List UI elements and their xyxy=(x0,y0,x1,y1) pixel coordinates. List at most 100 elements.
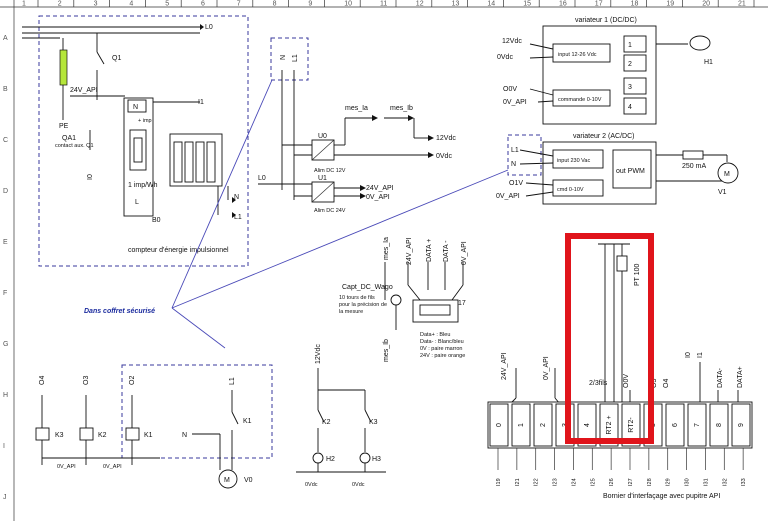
terminal-cell xyxy=(621,403,641,447)
var1-t2: 2 xyxy=(628,61,632,68)
terminal-io-label: I28 xyxy=(647,478,653,486)
secure-box-label: Dans coffret sécurisé xyxy=(84,308,155,315)
var1-t1: 1 xyxy=(628,42,632,49)
h1-label: H1 xyxy=(704,59,713,66)
terminal-number: 4 xyxy=(584,423,591,427)
terminal-number: RT2- xyxy=(628,417,635,433)
grid-column-label: 3 xyxy=(94,1,98,8)
terminal-io-label: I33 xyxy=(741,478,747,486)
grid-column-label: 15 xyxy=(523,1,531,8)
terminal-io-label: I32 xyxy=(722,478,728,486)
pt100-label: PT 100 xyxy=(634,263,641,286)
meter-n-out: N xyxy=(234,194,239,201)
current-label: 250 mA xyxy=(682,163,706,170)
terminal-io-label: I27 xyxy=(628,478,634,486)
terminal-io-label: I22 xyxy=(534,478,540,486)
terminal-io-label: I31 xyxy=(703,478,709,486)
k3b-label: K3 xyxy=(369,419,378,426)
terminal-cell xyxy=(511,403,531,447)
grid-column-label: 14 xyxy=(487,1,495,8)
relay-k1-coil xyxy=(125,427,140,441)
relay-k3-coil xyxy=(35,427,50,441)
var1-0vdc-label: 0Vdc xyxy=(497,54,513,61)
l0-mid-label: L0 xyxy=(258,175,266,182)
terminal-number: 7 xyxy=(694,423,701,427)
bot-0vapi-2: 0V_API xyxy=(103,464,122,470)
var1-cmd-label: commande 0-10V xyxy=(558,97,602,103)
var2-o1v-label: O1V xyxy=(509,180,523,187)
l1-n-connector xyxy=(507,134,542,176)
tb-i0-label: I0 xyxy=(685,352,692,358)
tb-o4-label: O4 xyxy=(663,379,670,388)
grid-column-label: 6 xyxy=(201,1,205,8)
lamp-h3-icon xyxy=(359,452,371,464)
relay-k2-coil xyxy=(79,427,94,441)
mes-ib-vert: mes_Ib xyxy=(383,339,390,362)
api-24v-label: 24V_API xyxy=(70,87,98,94)
imp-label: + imp xyxy=(138,118,152,124)
qa1-note: contact aux. Q1 xyxy=(55,143,94,149)
ovdc-2-label: 0Vdc xyxy=(352,482,365,488)
terminal-cell xyxy=(533,403,553,447)
resistor-icon xyxy=(682,150,704,160)
grid-column-label: 9 xyxy=(308,1,312,8)
h2-label: H2 xyxy=(326,456,335,463)
lamp-h1-icon xyxy=(689,35,711,51)
data-minus-vert: DATA - xyxy=(443,240,450,262)
u1-label: U1 xyxy=(318,175,327,182)
terminal-cell xyxy=(489,403,509,447)
grid-column-label: 19 xyxy=(666,1,674,8)
var1-0vapi-label: 0V_API xyxy=(503,99,527,106)
var1-input-label: input 12-26 Vdc xyxy=(558,52,597,58)
terminal-io-label: I23 xyxy=(553,478,559,486)
svg-text:M: M xyxy=(724,171,730,178)
energy-meter-title: compteur d'énergie impulsionnel xyxy=(128,247,229,254)
mes-ia-vert: mes_Ia xyxy=(383,237,390,260)
grid-row-label: H xyxy=(3,392,8,399)
api-0v-vert: 0V_API xyxy=(461,241,468,265)
out-24v-api: 24V_API xyxy=(366,185,394,192)
n-top-label: N xyxy=(280,55,287,60)
terminal-io-label: I29 xyxy=(666,478,672,486)
i1-label: I1 xyxy=(198,99,204,106)
i0-label: I0 xyxy=(87,174,94,180)
n-bot-label: N xyxy=(182,432,187,439)
v1-label: V1 xyxy=(718,189,727,196)
grid-row-label: F xyxy=(3,290,7,297)
connector-17-label: 17 xyxy=(458,300,466,307)
k1b-label: K1 xyxy=(243,418,252,425)
terminal-io-label: I25 xyxy=(590,478,596,486)
var1-t4: 4 xyxy=(628,104,632,111)
grid-column-label: 5 xyxy=(165,1,169,8)
mes-ia-label: mes_Ia xyxy=(345,105,368,112)
terminal-number: RT2 + xyxy=(606,415,613,434)
terminal-cell xyxy=(687,403,707,447)
grid-column-label: 17 xyxy=(595,1,603,8)
lamp-h2-icon xyxy=(312,452,324,464)
terminal-number: 2 xyxy=(540,423,547,427)
pe-label: PE xyxy=(59,123,69,130)
terminal-number: 8 xyxy=(716,423,723,427)
q1-label: Q1 xyxy=(112,55,121,62)
turns-note-1: 10 tours de fils xyxy=(339,295,375,301)
legend-line-1: Data+ : Bleu xyxy=(420,332,450,338)
var2-0vapi-label: 0V_API xyxy=(496,193,520,200)
svg-text:pour la précision de: pour la précision de xyxy=(339,302,387,308)
grid-row-label: C xyxy=(3,137,8,144)
var2-cmd-label: cmd 0-10V xyxy=(557,187,584,193)
ovdc-1-label: 0Vdc xyxy=(305,482,318,488)
var1-12vdc-label: 12Vdc xyxy=(502,38,522,45)
terminal-number: 6 xyxy=(672,423,679,427)
grid-row-label: I xyxy=(3,443,5,450)
k2-label: K2 xyxy=(98,432,107,439)
o3-label: O3 xyxy=(83,376,90,385)
terminal-cell xyxy=(731,403,751,447)
motor-v0-icon xyxy=(218,469,238,489)
tb-data-minus-label: DATA- xyxy=(717,367,724,388)
grid-column-label: 8 xyxy=(273,1,277,8)
terminal-cell xyxy=(599,403,619,447)
terminal-number: 1 xyxy=(518,423,525,427)
var2-title: variateur 2 (AC/DC) xyxy=(573,133,634,140)
api-24v-vert: 24V_API xyxy=(406,237,413,265)
